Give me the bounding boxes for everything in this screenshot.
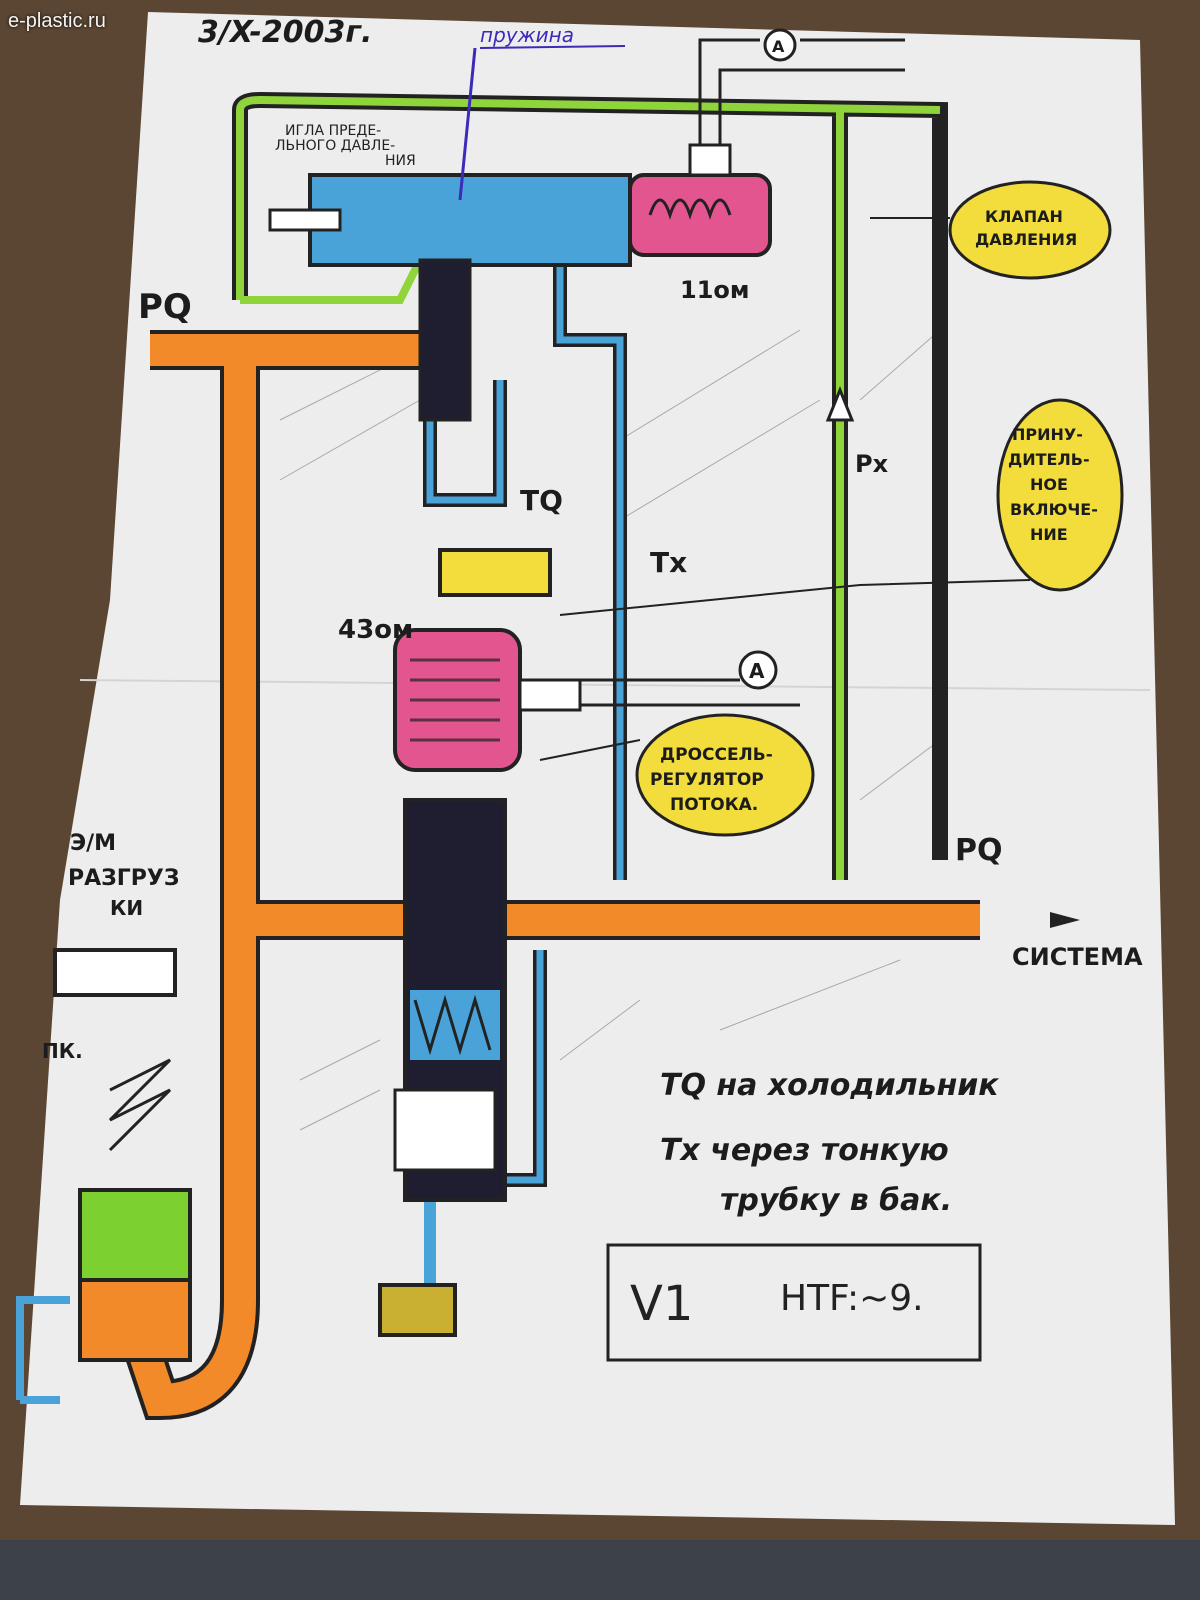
relief-valve-green xyxy=(78,1188,192,1282)
label-throttle-2: РЕГУЛЯТОР xyxy=(650,770,764,790)
watermark-text: e-plastic.ru xyxy=(8,10,106,32)
title-box xyxy=(606,1243,982,1362)
spool-top xyxy=(418,258,472,422)
label-forced-on-3: НОЕ xyxy=(1030,475,1068,494)
label-pq-in: PQ xyxy=(138,287,192,327)
label-coil-mid-resistance: 43ом xyxy=(338,615,413,645)
label-coil-top-resistance: 11ом xyxy=(680,276,750,304)
note-line-1: TQ на холодильник xyxy=(660,1068,999,1103)
wiring-top xyxy=(698,38,905,145)
date: 3/X-2003г. xyxy=(198,15,372,50)
valve-body-top xyxy=(308,173,632,267)
fabric-bottom xyxy=(0,1540,1200,1600)
watermark: e-plastic.ru xyxy=(8,10,106,33)
title-version: V1 xyxy=(630,1276,693,1332)
ammeter-middle xyxy=(738,650,778,690)
label-system: СИСТЕМА xyxy=(1012,943,1143,971)
label-pq-out: PQ xyxy=(955,833,1003,868)
label-pressure-valve-1: КЛАПАН xyxy=(985,207,1063,226)
label-relief: ПК. xyxy=(42,1039,83,1063)
tank-bottom xyxy=(378,1283,457,1337)
label-needle-2: ЛЬНОГО ДАВЛЕ- xyxy=(275,138,395,154)
label-throttle-1: ДРОССЕЛЬ- xyxy=(660,745,773,765)
label-pressure-valve-2: ДАВЛЕНИЯ xyxy=(975,230,1077,249)
callout-forced-on xyxy=(996,398,1124,592)
paper-sheet xyxy=(20,12,1175,1525)
arrow-right-icon xyxy=(1050,912,1080,928)
note-line-3: трубку в бак. xyxy=(720,1183,952,1218)
needle xyxy=(268,208,342,232)
label-unload-1: Э/М xyxy=(70,831,116,856)
label-unload-3: КИ xyxy=(110,896,143,920)
callout-pressure-valve xyxy=(948,180,1112,280)
wiring-middle xyxy=(580,678,800,707)
label-forced-on-5: НИЕ xyxy=(1030,525,1068,544)
pressure-line xyxy=(124,334,980,1417)
label-tq: TQ xyxy=(520,484,563,517)
label-unload-2: РАЗГРУЗ xyxy=(68,866,180,891)
ammeter-middle-label: A xyxy=(749,659,765,683)
label-forced-on-4: ВКЛЮЧЕ- xyxy=(1010,500,1098,519)
arrow-up-icon xyxy=(825,385,855,422)
spring-pointer xyxy=(458,47,477,201)
label-needle-1: ИГЛА ПРЕДЕ- xyxy=(285,123,381,139)
ammeter-top-label: A xyxy=(772,37,785,56)
relief-valve-orange xyxy=(78,1278,192,1362)
pilot-line xyxy=(236,95,941,880)
label-px: Px xyxy=(855,450,889,478)
label-forced-on-1: ПРИНУ- xyxy=(1012,425,1083,444)
label-spring: пружина xyxy=(480,23,574,47)
title-model: HTF:~9. xyxy=(780,1278,924,1319)
label-needle-3: НИЯ xyxy=(385,153,416,169)
tank-tq xyxy=(438,548,552,597)
note-line-2: Tx через тонкую xyxy=(660,1133,949,1168)
ammeter-top xyxy=(763,28,797,62)
label-tx: Tx xyxy=(650,546,687,579)
relief-spring xyxy=(108,1058,172,1152)
label-throttle-3: ПОТОКА. xyxy=(670,795,758,815)
label-forced-on-2: ДИТЕЛЬ- xyxy=(1008,450,1090,469)
callout-throttle xyxy=(635,713,815,837)
hatching xyxy=(279,329,941,1131)
unload-valve xyxy=(53,948,177,997)
